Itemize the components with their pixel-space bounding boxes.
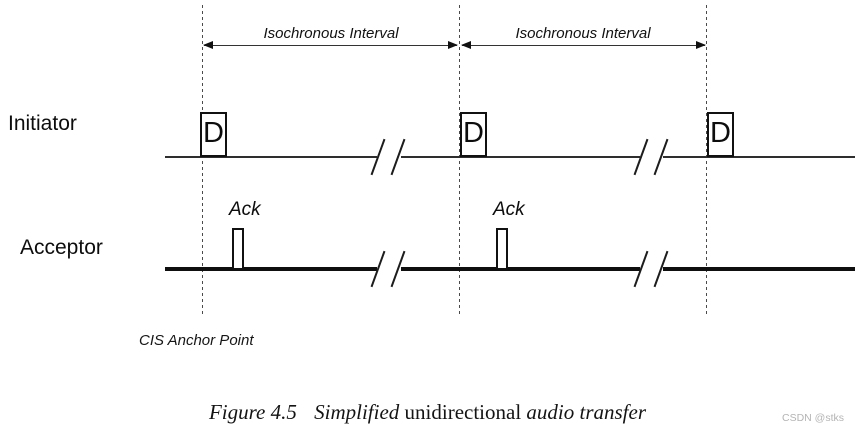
acceptor-row-label: Acceptor (20, 236, 103, 259)
csdn-watermark: CSDN @stks (782, 412, 844, 424)
ack-label-1: Ack (229, 199, 261, 220)
acceptor-timeline-segment (663, 267, 855, 271)
anchor-dashed-line-3 (706, 5, 707, 315)
isochronous-interval-label-1: Isochronous Interval (263, 25, 399, 42)
interval-arrow-2 (461, 41, 706, 49)
data-packet-marker-3: D (707, 112, 734, 157)
arrowhead-right-icon (696, 41, 706, 49)
data-packet-marker-2: D (460, 112, 487, 157)
caption-word-simplified: Simplified (314, 400, 400, 424)
ack-label-2: Ack (493, 199, 525, 220)
arrowhead-left-icon (203, 41, 213, 49)
initiator-row-label: Initiator (8, 112, 77, 135)
isochronous-interval-label-2: Isochronous Interval (515, 25, 651, 42)
interval-arrow-1 (203, 41, 458, 49)
figure-caption: Figure 4.5 Simplified unidirectional aud… (0, 400, 855, 425)
caption-word-audio-transfer: audio transfer (526, 400, 647, 424)
anchor-dashed-line-1 (202, 5, 203, 315)
acceptor-timeline-segment (401, 267, 640, 271)
figure-number: Figure 4.5 (208, 400, 297, 424)
arrowhead-right-icon (448, 41, 458, 49)
acceptor-timeline-segment (165, 267, 377, 271)
ack-pulse-marker-2 (496, 228, 508, 270)
data-packet-marker-1: D (200, 112, 227, 157)
anchor-dashed-line-2 (459, 5, 460, 315)
arrowhead-left-icon (461, 41, 471, 49)
initiator-timeline-segment (165, 156, 377, 158)
initiator-timeline-segment (663, 156, 855, 158)
ack-pulse-marker-1 (232, 228, 244, 270)
caption-word-unidirectional: unidirectional (404, 400, 522, 424)
cis-anchor-point-label: CIS Anchor Point (139, 332, 254, 349)
initiator-timeline-segment (401, 156, 640, 158)
